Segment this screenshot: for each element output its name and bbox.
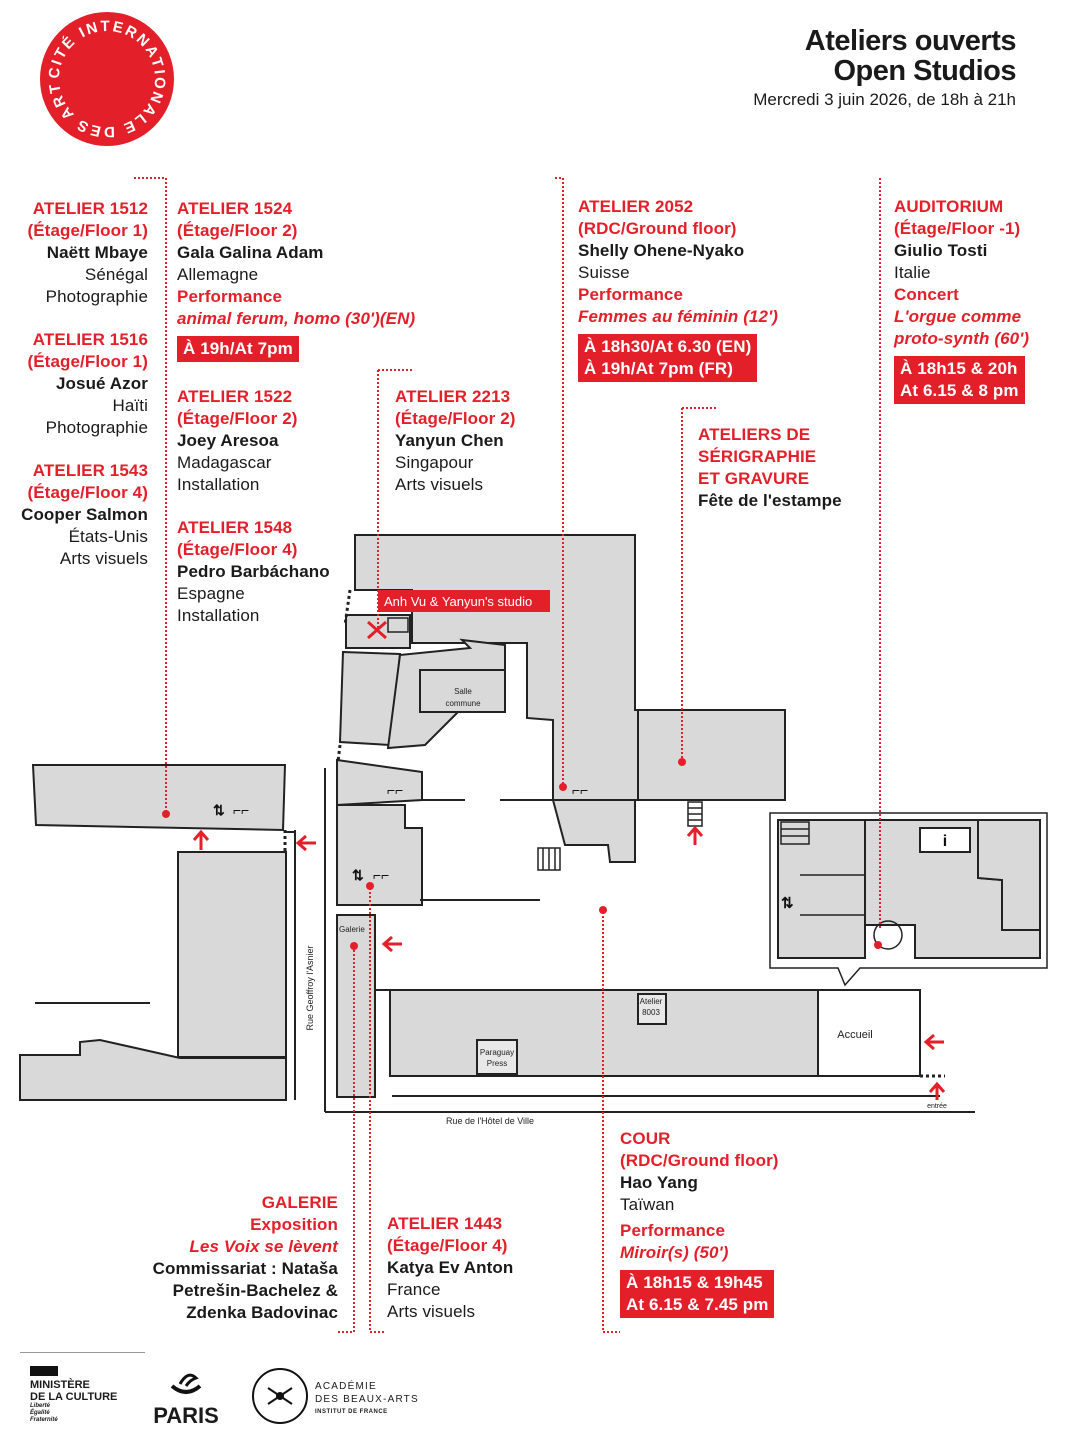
elevator-icon: ⇅: [781, 895, 794, 912]
studio-marker-icon: [367, 620, 387, 640]
entrance-arrow-icon: [192, 829, 210, 850]
atelier-8003-label: 8003: [642, 1008, 660, 1017]
time-badge: À 19h/At 7pm: [177, 336, 299, 362]
atelier-2213-info: ATELIER 2213 (Étage/Floor 2) Yanyun Chen…: [395, 387, 516, 494]
serigraphie-info: ATELIERS DE SÉRIGRAPHIE ET GRAVURE Fête …: [698, 425, 842, 510]
atelier-1443-info: ATELIER 1443 (Étage/Floor 4) Katya Ev An…: [387, 1214, 514, 1321]
paris-logo: PARIS: [150, 1368, 222, 1427]
stairs-icon: ⌐⌐: [572, 782, 588, 798]
page-title: Ateliers ouverts Open Studios: [804, 25, 1017, 87]
studio-callout: Anh Vu & Yanyun's studio: [384, 594, 532, 609]
atelier-1524-info: ATELIER 1524 (Étage/Floor 2) Gala Galina…: [177, 198, 415, 362]
atelier-2052-info: ATELIER 2052 (RDC/Ground floor) Shelly O…: [578, 196, 778, 382]
auditorium-inset: i ⇅: [769, 812, 1048, 987]
stairs-icon: ⌐⌐: [387, 782, 403, 798]
accueil-label: Accueil: [837, 1029, 872, 1041]
atelier-1522-info: ATELIER 1522 (Étage/Floor 2) Joey Aresoa…: [177, 387, 298, 494]
paraguay-press-label: Press: [487, 1059, 507, 1068]
atelier-1548-info: ATELIER 1548 (Étage/Floor 4) Pedro Barbá…: [177, 518, 330, 625]
academie-emblem-icon: [252, 1368, 308, 1424]
elevator-icon: ⇅: [352, 867, 364, 883]
entrance-arrow-icon: [381, 935, 402, 953]
time-badge: À 18h30/At 6.30 (EN) À 19h/At 7pm (FR): [578, 334, 758, 382]
ship-icon: [170, 1373, 202, 1394]
time-badge: À 18h15 & 20h At 6.15 & 8 pm: [894, 356, 1025, 404]
atelier-1512-info: ATELIER 1512 (Étage/Floor 1) Naëtt Mbaye…: [27, 199, 148, 306]
time-badge: À 18h15 & 19h45 At 6.15 & 7.45 pm: [620, 1270, 775, 1318]
auditorium-info: AUDITORIUM (Étage/Floor -1) Giulio Tosti…: [894, 196, 1029, 404]
building-left-tall: [177, 851, 287, 1058]
cite-internationale-logo: CITÉ INTERNATIONALE DES ARTS: [38, 10, 174, 146]
entrance-arrow-icon: [295, 834, 316, 852]
elevator-icon: ⇅: [213, 802, 225, 818]
stairs-icon: ⌐⌐: [373, 867, 389, 883]
ministere-culture-logo: MINISTÈRE DE LA CULTURE Liberté Égalité …: [30, 1366, 117, 1424]
stairs-icon: ⌐⌐: [233, 802, 249, 818]
salle-commune-label: Salle: [454, 687, 472, 696]
event-date: Mercredi 3 juin 2026, de 18h à 21h: [753, 90, 1016, 109]
atelier-1516-info: ATELIER 1516 (Étage/Floor 1) Josué Azor …: [27, 330, 148, 437]
paraguay-press-label: Paraguay: [480, 1048, 514, 1057]
galerie-map-label: Galerie: [339, 925, 365, 934]
academie-logo: ACADÉMIE DES BEAUX-ARTS INSTITUT DE FRAN…: [315, 1381, 419, 1415]
salle-commune-room: [419, 669, 506, 713]
building-left-annex: [31, 764, 287, 832]
accueil-room: [817, 989, 921, 1077]
cour-info: COUR (RDC/Ground floor) Hao Yang Taïwan …: [620, 1128, 779, 1318]
building-serigraphie: [637, 709, 786, 801]
atelier-1543-info: ATELIER 1543 (Étage/Floor 4) Cooper Salm…: [21, 461, 148, 568]
atelier-8003-label: Atelier: [640, 997, 663, 1006]
street-left-label: Rue Geoffroy l'Asnier: [305, 945, 315, 1030]
entrance-arrow-icon: [928, 1081, 946, 1100]
info-icon: i: [943, 833, 947, 850]
entrance-arrow-icon: [923, 1033, 944, 1051]
entree-label: entrée: [927, 1103, 947, 1110]
street-bottom-label: Rue de l'Hôtel de Ville: [446, 1116, 534, 1126]
salle-commune-label: commune: [445, 699, 481, 708]
galerie-info: GALERIE Exposition Les Voix se lèvent Co…: [152, 1193, 338, 1322]
entrance-arrow-icon: [686, 825, 704, 845]
building-left-low: [19, 1038, 287, 1101]
